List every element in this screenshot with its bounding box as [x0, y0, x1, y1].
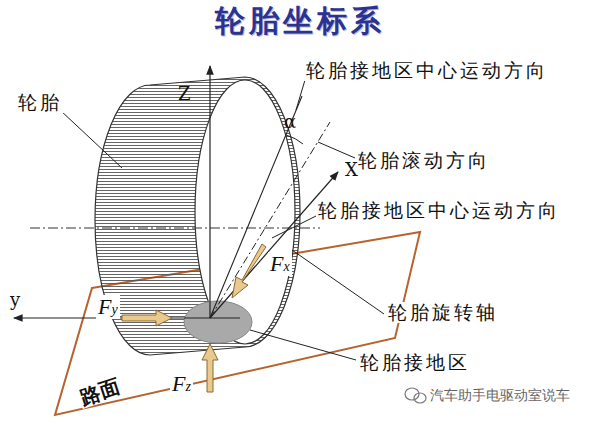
- direction-label: 轮胎滚动方向: [356, 150, 492, 171]
- slip-angle-arc: [286, 135, 303, 144]
- force-label: Fx: [268, 252, 292, 276]
- force-label: Fy: [96, 295, 120, 319]
- axis-label: X: [343, 160, 360, 180]
- contact-patch: [184, 301, 252, 343]
- diagram-title: 轮胎坐标系: [213, 4, 387, 37]
- x-axis: [210, 172, 338, 318]
- part-label: 轮胎: [16, 92, 64, 113]
- z-axis: [209, 66, 210, 318]
- force-arrows: [122, 244, 266, 392]
- part-label: 轮胎旋转轴: [386, 302, 500, 323]
- part-label: 轮胎接地区: [358, 352, 472, 373]
- rotation-axis: [30, 228, 320, 229]
- watermark: 汽车助手电驱动室说车: [428, 388, 572, 403]
- watermark-icon: [405, 388, 426, 403]
- tire-tread: [95, 77, 300, 355]
- axis-label: Z: [176, 84, 193, 104]
- direction-label: 轮胎接地区中心运动方向: [304, 60, 550, 81]
- rolling-direction-line: [210, 122, 330, 318]
- angle-label: α: [282, 112, 298, 132]
- road-label: 路面: [76, 374, 125, 409]
- axis-label: y: [8, 290, 22, 310]
- motion-direction-line: [210, 96, 302, 318]
- direction-label: 轮胎接地区中心运动方向: [316, 200, 562, 221]
- force-label: Fz: [170, 372, 193, 396]
